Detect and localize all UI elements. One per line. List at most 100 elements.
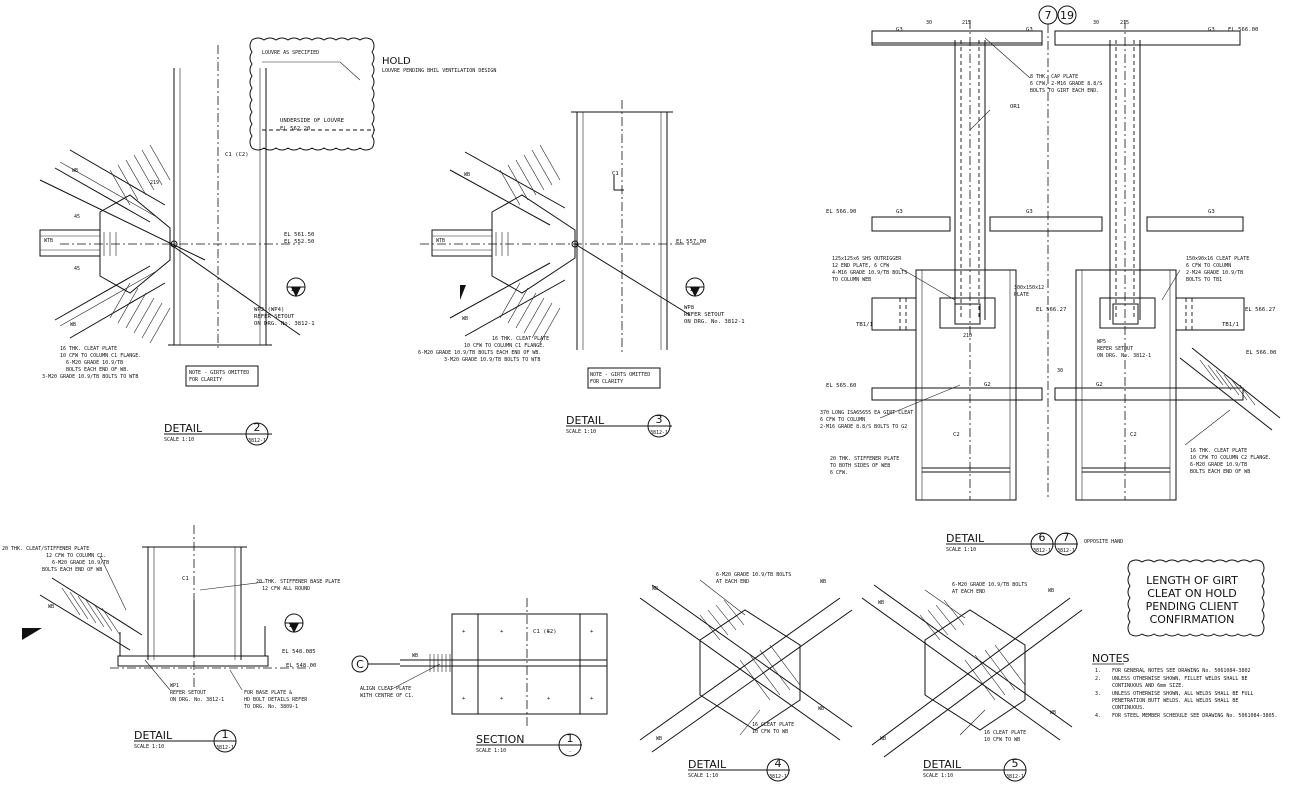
- d2-cleat3: 6-M20 GRADE 10.9/TB: [66, 360, 123, 366]
- d67-cleatr2: 6 CFW TO COLUMN: [1186, 263, 1231, 269]
- d67-tb-left: TB1/1: [856, 322, 873, 328]
- d1-el2: EL 548.00: [286, 663, 316, 669]
- d67-cleatr4: BOLTS TO TB1: [1186, 277, 1222, 283]
- d67-tb-right: TB1/1: [1222, 322, 1239, 328]
- d2-dim-45b: 45: [74, 266, 80, 272]
- sec-c: C: [356, 658, 364, 671]
- detail-5: [861, 584, 1083, 782]
- sec-align2: WITH CENTRE OF C1.: [360, 693, 414, 699]
- d2-column-label: C1 (C2): [225, 152, 249, 158]
- d1-cl3: 6-M20 GRADE 10.9/TB: [52, 560, 109, 566]
- d67-el566-right: EL 566.00: [1246, 350, 1276, 356]
- d2-dim-219: 219: [150, 180, 159, 186]
- notes-num-3: 3.: [1095, 691, 1101, 697]
- d67-stiff3: 6 CFW.: [830, 470, 848, 476]
- d67-scale: SCALE 1:10: [946, 547, 976, 553]
- d67-dim215-b: 215: [1120, 20, 1129, 26]
- note-3c: CONTINUOUS.: [1112, 705, 1145, 711]
- d67-dim210: 210: [963, 333, 972, 339]
- note-3a: UNLESS OTHERWISE SHOWN, ALL WELDS SHALL …: [1112, 691, 1253, 697]
- d67-wp5b: ON DRG. No. 3812-1: [1097, 353, 1151, 359]
- d1-wp2: REFER SETOUT: [170, 690, 206, 696]
- d3-note1: NOTE - GIRTS OMITTED: [590, 372, 650, 378]
- sec-align1: ALIGN CLEAT PLATE: [360, 686, 411, 692]
- d3-cleat4: 3-M20 GRADE 10.9/TB BOLTS TO WTB: [444, 357, 540, 363]
- note-2b: CONTINUOUS AND 6mm SIZE.: [1112, 683, 1184, 689]
- d67-cl1: 16 THK. CLEAT PLATE: [1190, 448, 1247, 454]
- svg-text:+: +: [500, 629, 504, 635]
- d1-symbol-num: 1: [288, 623, 291, 629]
- d67-girt2: 6 CFW TO COLUMN: [820, 417, 865, 423]
- d1-bp3: TO DRG. No. 3809-1: [244, 704, 298, 710]
- d67-g3-a: G3: [896, 27, 903, 33]
- svg-text:+: +: [547, 696, 551, 702]
- d67-out1: 125x125x6 SHS OUTRIGGER: [832, 256, 902, 262]
- d1-wp: WP1: [170, 683, 179, 689]
- grid-19: 19: [1060, 9, 1074, 22]
- d67-dim215-a: 215: [962, 20, 971, 26]
- d3-wtb-label: WTB: [436, 238, 445, 244]
- d4-b1: 6-M20 GRADE 10.9/TB BOLTS: [716, 572, 791, 578]
- sec-col: C1 (C2): [533, 629, 557, 635]
- d67-el56627-b: EL 566.27: [1245, 307, 1275, 313]
- d3-wb-upper: WB: [464, 172, 470, 178]
- d67-wp5: WP5: [1097, 339, 1106, 345]
- hold-box-line3: PENDING CLIENT: [1146, 600, 1239, 613]
- d3-scale: SCALE 1:10: [566, 429, 596, 435]
- d67-ref-a: 3812-1: [1033, 548, 1051, 554]
- d2-ref: 3812-1: [248, 438, 266, 444]
- detail-3: [420, 100, 705, 438]
- d3-num: 3: [656, 413, 663, 426]
- d67-el56560: EL 565.60: [826, 383, 856, 389]
- d2-symbol-num: 1: [290, 287, 293, 293]
- detail-4: [639, 579, 853, 782]
- d67-g2-a: G2: [984, 382, 991, 388]
- d3-cleat2: 10 CFW TO COLUMN C1 FLANGE.: [464, 343, 545, 349]
- d1-bp1: FOR BASE PLATE &: [244, 690, 292, 696]
- d67-c2-a: C2: [953, 432, 960, 438]
- d1-col: C1: [182, 576, 189, 582]
- d1-ref: 3812-1: [216, 745, 234, 751]
- d67-girt3: 2-M16 GRADE 8.8/S BOLTS TO G2: [820, 424, 907, 430]
- d67-girt1: 370 LONG ISA65655 EA GIRT CLEAT: [820, 410, 913, 416]
- sec-ref: -: [568, 749, 571, 755]
- d3-wb-lower: WB: [462, 316, 468, 322]
- d67-out3: 4-M16 GRADE 10.9/TB BOLTS: [832, 270, 907, 276]
- d4-wb-b: WB: [820, 579, 826, 585]
- hold-box: [1127, 559, 1265, 637]
- detail-2: [39, 37, 375, 446]
- d2-num: 2: [254, 421, 261, 434]
- hold-box-line1: LENGTH OF GIRT: [1146, 574, 1238, 587]
- d67-el56690: EL 566.90: [826, 209, 856, 215]
- d2-cleat4: BOLTS EACH END OF WB.: [66, 367, 129, 373]
- d1-cl4: BOLTS EACH END OF WB: [42, 567, 102, 573]
- d4-title: DETAIL: [688, 758, 727, 771]
- d4-ref: 3812-1: [769, 774, 787, 780]
- d5-wb-a: WB: [878, 600, 884, 606]
- d2-scale: SCALE 1:10: [164, 437, 194, 443]
- d67-cleatr1: 150x90x16 CLEAT PLATE: [1186, 256, 1249, 262]
- sec-title: SECTION: [476, 733, 524, 746]
- d4-wb-c: WB: [656, 736, 662, 742]
- d67-plate2: PLATE: [1014, 292, 1029, 298]
- d67-g3-c: G3: [1208, 27, 1215, 33]
- d5-b1: 6-M20 GRADE 10.9/TB BOLTS: [952, 582, 1027, 588]
- d67-g3-mid-a: G3: [896, 209, 903, 215]
- d67-dim30-b: 30: [1093, 20, 1099, 26]
- d67-g3-b: G3: [1026, 27, 1033, 33]
- d2-cleat5: 3-M20 GRADE 10.9/TB BOLTS TO WTB: [42, 374, 138, 380]
- d1-base2: 12 CFW ALL ROUND: [262, 586, 310, 592]
- d67-el566-top: EL 566.00: [1228, 27, 1258, 33]
- d67-g3-mid-c: G3: [1208, 209, 1215, 215]
- d5-scale: SCALE 1:10: [923, 773, 953, 779]
- d2-wb-lower: WB: [70, 322, 76, 328]
- notes-title: NOTES: [1092, 652, 1130, 665]
- d1-wp3: ON DRG. No. 3812-1: [170, 697, 224, 703]
- d1-wb: WB: [48, 604, 54, 610]
- sec-scale: SCALE 1:10: [476, 748, 506, 754]
- d67-wp5a: REFER SETOUT: [1097, 346, 1133, 352]
- d67-num7: 7: [1063, 531, 1070, 544]
- grid-7: 7: [1045, 9, 1052, 22]
- d1-title: DETAIL: [134, 729, 173, 742]
